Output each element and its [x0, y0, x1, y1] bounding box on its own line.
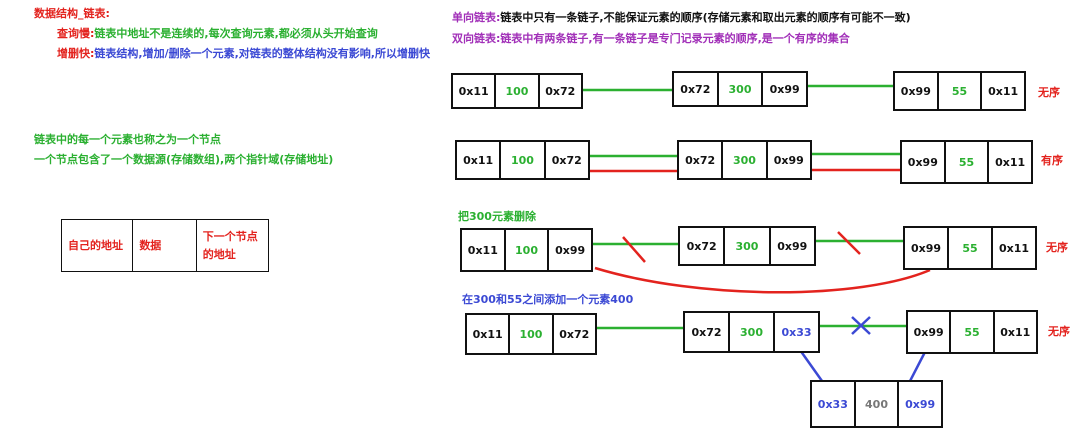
row1-node2: 0x72 300 0x99 — [672, 71, 808, 107]
next-cell: 0x11 — [998, 241, 1030, 255]
next-cell: 0x11 — [995, 155, 1026, 169]
row1-tag: 无序 — [1038, 86, 1060, 99]
row2-tag: 有序 — [1041, 154, 1063, 167]
cut-mark — [851, 316, 871, 335]
address-cell: 0x11 — [462, 230, 506, 270]
next-cell: 0x72 — [559, 327, 590, 341]
row1-node1: 0x11 100 0x72 — [451, 73, 583, 109]
row4-node1: 0x11 100 0x72 — [465, 313, 597, 355]
data-cell: 55 — [946, 142, 990, 182]
address-cell: 0x99 — [908, 312, 952, 352]
data-cell: 100 — [506, 230, 550, 270]
inserted-node: 0x33 400 0x99 — [810, 380, 943, 428]
data-cell: 55 — [949, 228, 993, 268]
next-cell: 0x33 — [781, 325, 812, 339]
row4-node3: 0x99 55 0x11 — [906, 310, 1038, 354]
node-next-address-cell: 下一个节点的地址 — [202, 229, 258, 261]
address-cell: 0x11 — [453, 75, 497, 107]
title-linked-list: 数据结构_链表: — [34, 7, 110, 20]
double-linked-text: 双向链表:链表中有两条链子,有一条链子是专门记录元素的顺序,是一个有序的集合 — [452, 32, 850, 45]
bypass-link — [594, 266, 931, 294]
cut-mark — [622, 236, 646, 263]
address-cell: 0x72 — [685, 313, 730, 351]
cut-mark — [837, 231, 861, 255]
address-cell: 0x33 — [812, 382, 856, 426]
data-cell: 100 — [496, 75, 540, 107]
insert-link — [907, 351, 927, 384]
next-cell: 0x11 — [1000, 325, 1031, 339]
address-cell: 0x99 — [905, 228, 949, 268]
next-cell: 0x99 — [555, 243, 586, 257]
node-description-2: 一个节点包含了一个数据源(存储数组),两个指针域(存储地址) — [34, 153, 334, 166]
next-cell: 0x72 — [551, 153, 582, 167]
row2-node1: 0x11 100 0x72 — [455, 140, 590, 180]
data-cell: 400 — [856, 382, 900, 426]
row4-node2: 0x72 300 0x33 — [683, 311, 820, 353]
node-description-1: 链表中的每一个元素也称之为一个节点 — [34, 133, 221, 146]
data-cell: 300 — [723, 142, 768, 178]
delete-title: 把300元素删除 — [458, 210, 536, 223]
data-cell: 55 — [939, 73, 983, 109]
address-cell: 0x72 — [674, 73, 719, 105]
row2-node2: 0x72 300 0x99 — [677, 140, 812, 180]
data-cell: 100 — [501, 142, 546, 178]
data-cell: 300 — [719, 73, 764, 105]
next-cell: 0x99 — [905, 397, 936, 411]
data-cell: 300 — [730, 313, 775, 351]
next-cell: 0x72 — [545, 84, 576, 98]
node-self-address-cell: 自己的地址 — [62, 220, 134, 271]
modify-fast-text: 增删快:链表结构,增加/删除一个元素,对链表的整体结构没有影响,所以增删快 — [57, 47, 430, 60]
next-cell: 0x99 — [769, 82, 800, 96]
row3-node2: 0x72 300 0x99 — [678, 226, 816, 266]
single-linked-text: 单向链表:链表中只有一条链子,不能保证元素的顺序(存储元素和取出元素的顺序有可能… — [452, 11, 911, 24]
row4-tag: 无序 — [1048, 325, 1070, 338]
node-data-cell: 数据 — [133, 220, 197, 271]
address-cell: 0x11 — [467, 315, 511, 353]
address-cell: 0x72 — [679, 142, 724, 178]
query-slow-text: 查询慢:链表中地址不是连续的,每次查询元素,都必须从头开始查询 — [57, 27, 378, 40]
add-title: 在300和55之间添加一个元素400 — [462, 293, 634, 306]
address-cell: 0x11 — [457, 142, 502, 178]
row1-node3: 0x99 55 0x11 — [893, 71, 1026, 111]
next-cell: 0x99 — [773, 153, 804, 167]
row2-node3: 0x99 55 0x11 — [900, 140, 1033, 184]
next-cell: 0x11 — [988, 84, 1019, 98]
row3-node1: 0x11 100 0x99 — [460, 228, 593, 272]
data-cell: 300 — [725, 228, 771, 264]
node-structure-box: 自己的地址 数据 下一个节点的地址 — [61, 219, 269, 272]
address-cell: 0x99 — [902, 142, 946, 182]
row3-node3: 0x99 55 0x11 — [903, 226, 1037, 270]
data-cell: 100 — [510, 315, 554, 353]
next-cell: 0x99 — [777, 239, 808, 253]
row3-tag: 无序 — [1046, 241, 1068, 254]
address-cell: 0x99 — [895, 73, 939, 109]
address-cell: 0x72 — [680, 228, 726, 264]
insert-link — [798, 349, 824, 382]
data-cell: 55 — [951, 312, 995, 352]
